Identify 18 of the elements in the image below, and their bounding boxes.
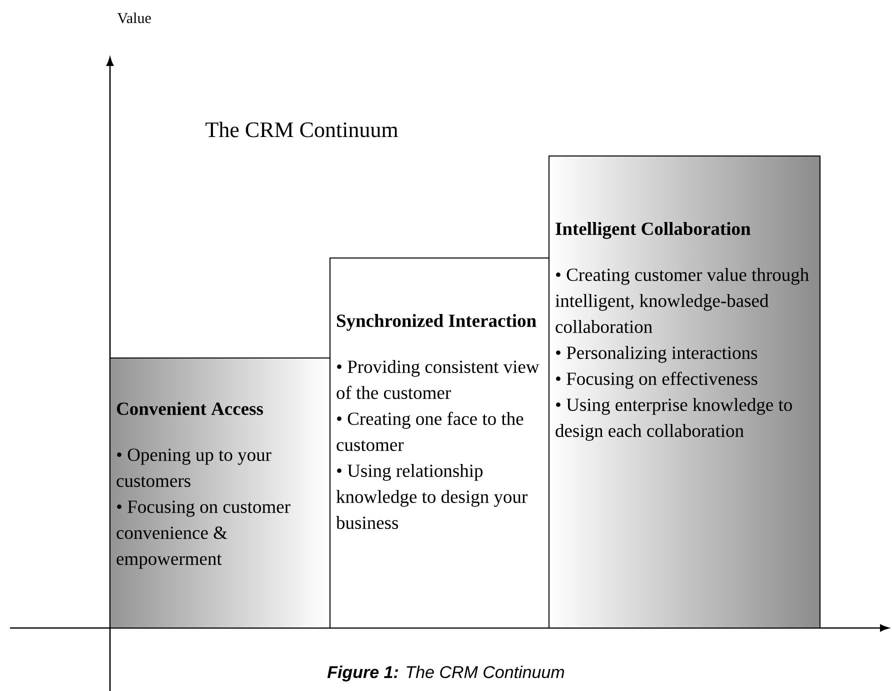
box-heading: Convenient Access [116,402,263,415]
stage-box [110,358,330,628]
stage-box [330,258,550,628]
box-heading: Synchronized Interaction [337,314,536,331]
figure-caption: Figure 1: The CRM Continuum [327,666,564,682]
box-heading: Intelligent Collaboration [556,222,750,239]
bullet-item: • Using relationship knowledge to design your business [336,464,528,529]
bullet-item: • Opening up to your customers [116,448,272,487]
stage-box [548,156,820,628]
bullet-item: • Focusing on effectiveness [556,372,758,389]
diagram-title: The CRM Continuum [206,122,398,138]
bullet-item: • Providing consistent view of the customer [336,360,540,399]
axis-label: Value [117,12,151,24]
bullet-item: • Personalizing interactions [556,346,758,363]
bullet-item: • Creating customer value through intelligent, knowledge-based collaboration [555,268,809,333]
bullet-item: • Creating one face to the customer [336,412,524,451]
bullet-item: • Using enterprise knowledge to design each collaboration [556,398,792,441]
bullet-item: • Focusing on customer convenience & empowerment [116,500,290,569]
